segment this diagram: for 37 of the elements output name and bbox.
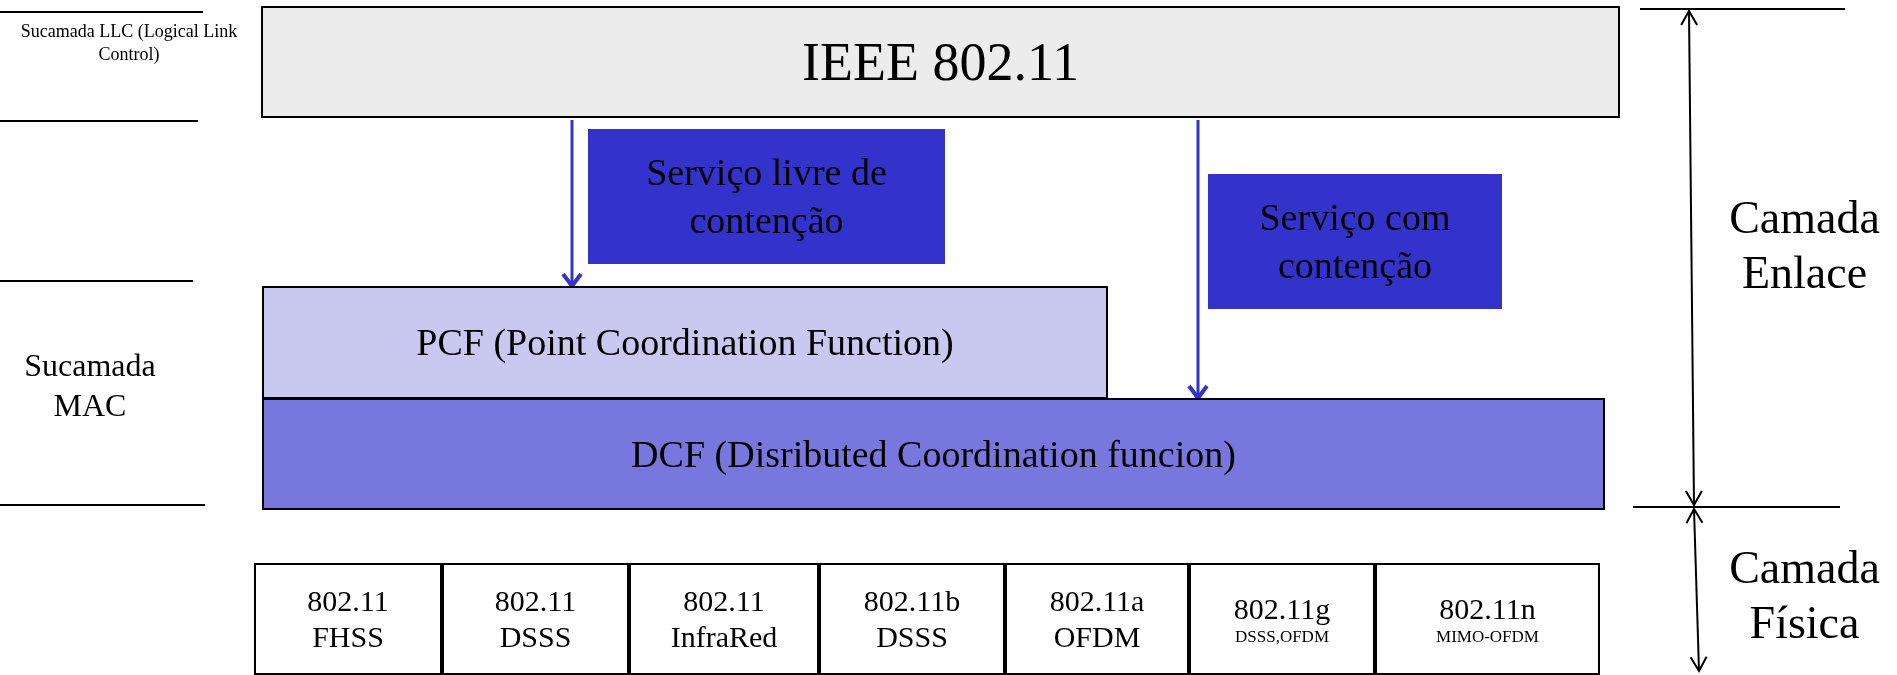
- layer-label: Serviço com contenção: [1258, 195, 1452, 288]
- standard-cell: [254, 563, 442, 675]
- layer-label: Serviço livre de contenção: [645, 150, 888, 243]
- layer-sublabel: OFDM: [1053, 619, 1141, 655]
- standard-cell: [442, 563, 629, 675]
- layer-sublabel: FHSS: [312, 619, 384, 655]
- layer-name-label: Camada Física: [1728, 541, 1881, 651]
- standard-cell: [819, 563, 1005, 675]
- layer-sublabel: InfraRed: [670, 619, 778, 655]
- arrow: [561, 120, 583, 288]
- service-box: [1208, 174, 1502, 309]
- layer-name-label: Camada Enlace: [1728, 191, 1881, 301]
- layer-label: IEEE 802.11: [802, 30, 1079, 94]
- service-box: [588, 129, 945, 264]
- sublayer-label: Sucamada LLC (Logical Link Control): [19, 20, 239, 65]
- layer-label: 802.11a: [1049, 583, 1145, 619]
- layer-sublabel: MIMO-OFDM: [1436, 626, 1539, 648]
- layer-box: [262, 398, 1605, 510]
- sublayer-label: Sucamada MAC: [23, 346, 157, 425]
- standard-cell: [1375, 563, 1600, 675]
- layer-label: 802.11: [683, 583, 765, 619]
- layer-label: 802.11: [494, 583, 577, 619]
- standard-cell: [1005, 563, 1189, 675]
- standard-cell: [629, 563, 819, 675]
- layer-sublabel: DSSS: [499, 619, 572, 655]
- layer-label: DCF (Disributed Coordination funcion): [631, 431, 1236, 477]
- layer-label: 802.11: [307, 583, 389, 619]
- layer-label: PCF (Point Coordination Function): [416, 320, 954, 365]
- layer-box: [261, 6, 1620, 118]
- layer-sublabel: DSSS,OFDM: [1235, 626, 1329, 648]
- arrow: [1187, 120, 1209, 400]
- layer-label: 802.11n: [1439, 590, 1536, 627]
- layer-box: [262, 286, 1108, 399]
- layer-label: 802.11b: [863, 583, 961, 619]
- standard-cell: [1189, 563, 1375, 675]
- layer-sublabel: DSSS: [876, 619, 948, 655]
- layer-label: 802.11g: [1233, 590, 1331, 627]
